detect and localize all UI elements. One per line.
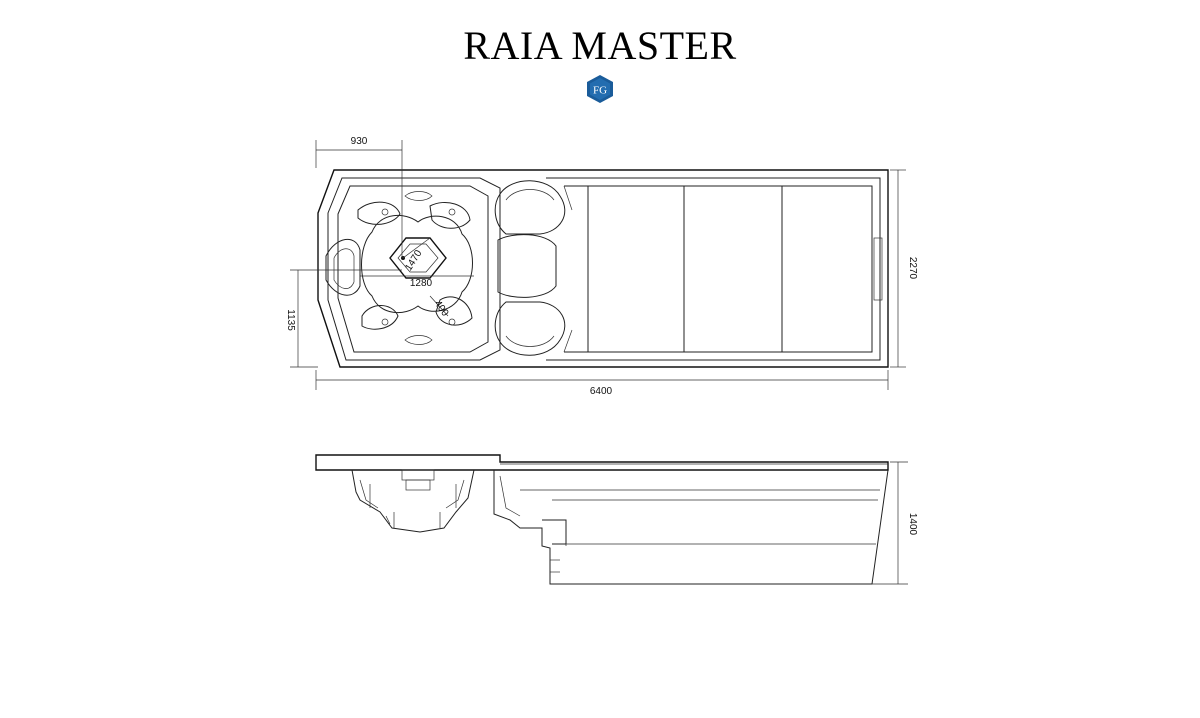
dim-2270: 2270 (907, 257, 918, 280)
plan-dimensions (290, 140, 906, 390)
page-title: RAIA MASTER (463, 23, 737, 68)
dim-1470: 1470 (403, 248, 424, 273)
dim-930: 930 (351, 136, 368, 147)
side-view: 1400 (315, 454, 918, 585)
spa-body (351, 469, 475, 533)
fg-logo-icon: FG (587, 75, 613, 103)
side-rim (315, 454, 889, 471)
swim-body (493, 469, 889, 585)
spa-area (325, 191, 474, 345)
plan-view: 930 2270 1135 6400 1470 1280 400 (285, 136, 918, 397)
logo-text: FG (593, 85, 607, 97)
swim-lane (546, 177, 883, 361)
dim-1400: 1400 (907, 513, 918, 536)
plan-outline (317, 169, 889, 368)
step-seats (494, 180, 566, 356)
dim-1135: 1135 (285, 309, 296, 331)
dim-1280: 1280 (410, 278, 433, 289)
dim-6400: 6400 (590, 386, 613, 397)
